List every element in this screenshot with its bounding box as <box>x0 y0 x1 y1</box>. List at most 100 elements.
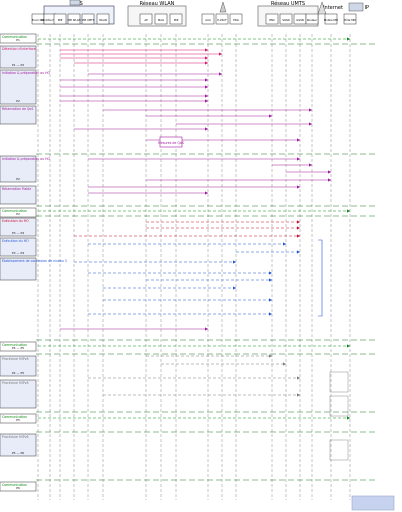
message-arrow <box>146 220 300 224</box>
message-arrowhead <box>205 94 208 98</box>
mip-bracket <box>329 395 349 417</box>
message-arrowhead <box>347 37 350 41</box>
message-arrow <box>103 108 312 112</box>
lifeline-head: SGSN <box>279 13 293 25</box>
lifeline-head: RNC <box>265 13 279 25</box>
qos-note-text: Mesures de QoS <box>158 141 184 145</box>
message-arrow <box>60 85 208 89</box>
message-arrowhead <box>297 185 300 189</box>
lifeline-lines <box>37 34 351 500</box>
lifeline-label: AP <box>144 18 148 22</box>
lifeline-label: Routeur <box>307 18 318 22</box>
lifeline-box <box>169 13 183 25</box>
lifeline-box <box>96 13 110 25</box>
phase-panel-title: Communication <box>2 209 27 213</box>
phase-panel-title: Communication <box>2 483 27 487</box>
message-arrow <box>176 122 312 126</box>
lifeline-head: Routeur <box>305 13 319 25</box>
phase-panel-sub: P1 — P2 <box>12 63 24 67</box>
phase-panel-title: Établissement de connexion de niveau 3 <box>2 258 67 263</box>
lifeline-label: P-CSCF <box>217 18 227 22</box>
message-arrowhead <box>328 178 331 182</box>
phase-panel-title: Initiation & préparation au HO <box>2 157 51 161</box>
umts-network-label: Réseau UMTS <box>271 0 305 7</box>
message-arrowhead <box>205 56 208 60</box>
phase-panel-title: Exécution du HO <box>2 219 29 223</box>
lifeline-head: WLAN <box>96 13 110 25</box>
lifeline-box <box>139 13 153 25</box>
message-arrow <box>88 157 300 161</box>
message-arrowhead <box>297 234 300 238</box>
lifeline-box <box>324 13 338 25</box>
message-arrowhead <box>269 278 272 282</box>
phase-panel-frame <box>0 237 37 257</box>
phase-panel-title: Communication <box>2 343 27 347</box>
lifeline-label: Contrôle MIPM <box>41 18 60 22</box>
message-arrow <box>74 127 208 131</box>
corner-decoration <box>351 495 395 511</box>
antenna-icon <box>219 1 227 13</box>
phase-panel-sub: P2 <box>16 99 20 103</box>
phase-panel-frame <box>0 207 37 218</box>
message-arrow <box>74 61 208 65</box>
message-arrow <box>88 376 300 380</box>
lifeline-head: GGSN <box>293 13 307 25</box>
phase-panel-title: Procédure MIPv6 <box>2 357 29 361</box>
phase-panel-sub: P1 <box>16 38 20 42</box>
lifeline-box <box>343 13 357 25</box>
phase-panel-sub: P2 <box>16 177 20 181</box>
phase-panel-title: Initiation & préparation au HO <box>2 71 51 75</box>
message-arrowhead <box>297 250 300 254</box>
phase-panel-title: Procédure MIPv6 <box>2 381 29 385</box>
message-arrow <box>74 260 236 264</box>
lifeline-label: RNC <box>269 18 275 22</box>
phase-panel: Établissement de connexion de niveau 3 <box>0 257 67 281</box>
message-arrowhead <box>269 271 272 275</box>
phase-panel: Procédure MIPv6 <box>0 379 37 409</box>
message-arrowhead <box>219 52 222 56</box>
lifeline-head: AP <box>139 13 153 25</box>
phase-panel-frame <box>0 33 37 44</box>
message-arrowhead <box>219 72 222 76</box>
message-arrowhead <box>205 99 208 103</box>
lifeline-head: Hôte MIP <box>343 13 357 25</box>
message-arrowhead <box>297 157 300 161</box>
phase-panel-sub: P4 — P5 <box>12 371 24 375</box>
phase-panel-frame <box>0 355 37 377</box>
phase-panel-sub: P4 — P5 <box>12 346 24 350</box>
phase-panel-frame <box>0 45 37 69</box>
computer-icon <box>348 2 364 12</box>
message-arrowhead <box>205 191 208 195</box>
lifeline-label: AAA <box>205 18 211 22</box>
message-arrow <box>146 178 331 182</box>
message-arrowhead <box>309 122 312 126</box>
phase-panel-frame <box>0 185 37 205</box>
messages <box>38 37 350 461</box>
phase-panel: Initiation & préparation au HO P2 <box>0 155 51 183</box>
message-arrowhead <box>205 127 208 131</box>
phase-panel-frame <box>0 257 37 281</box>
phase-panel-frame <box>0 481 37 492</box>
message-arrowhead <box>347 209 350 213</box>
lifeline-label: SGSN <box>282 18 289 22</box>
lifeline-box <box>81 13 95 25</box>
lifeline-label: MIP <box>58 18 63 22</box>
phase-panel-sub: P3 — P4 <box>12 251 24 255</box>
message-arrow <box>103 298 272 302</box>
message-arrow <box>146 354 272 358</box>
phase-panel-title: Réservation Fiable <box>2 187 31 191</box>
phase-panel-title: Exécution du HO <box>2 239 29 243</box>
phase-panel-frame <box>0 341 37 352</box>
message-arrowhead <box>328 170 331 174</box>
phase-panel-frame <box>0 413 37 424</box>
phase-panel-title: Communication <box>2 415 27 419</box>
message-arrow <box>38 37 350 41</box>
phase-panel-frame <box>0 433 37 457</box>
execution-brace <box>318 239 323 317</box>
message-arrowhead <box>205 48 208 52</box>
message-arrow <box>88 191 208 195</box>
